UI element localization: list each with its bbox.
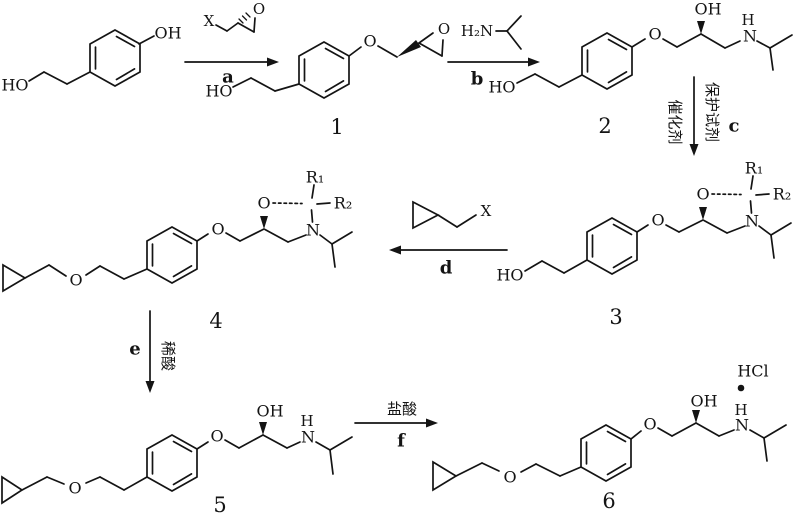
hydrochloric-acid-label: 盐酸 <box>387 400 417 418</box>
compound-6-bonds <box>455 422 787 477</box>
compound-5-number: 5 <box>213 493 226 513</box>
hcl-label: HCl <box>737 362 768 381</box>
step-a-label: a <box>222 67 234 88</box>
compound-3-bonds <box>524 219 704 274</box>
halide-x-label: X <box>204 12 215 30</box>
nh-hydrogen-label: H <box>300 412 313 430</box>
aryl-oxygen-label: O <box>211 220 224 239</box>
ether-oxygen-label: O <box>363 32 376 51</box>
arrow-head <box>528 57 540 67</box>
hydroxyl-label: HO <box>496 266 523 285</box>
compound-6-number: 6 <box>602 489 615 513</box>
phenol-oh-label: OH <box>154 24 181 43</box>
step-d-arrow: d <box>389 245 508 279</box>
arrow-head <box>426 418 438 428</box>
isopropylamine-bonds <box>495 15 522 50</box>
ether-oxygen-label: O <box>651 211 664 230</box>
epoxide-oxygen-label: O <box>253 0 265 18</box>
reagent-epihalohydrin: X O <box>204 0 265 33</box>
step-a-arrow: a <box>184 57 279 88</box>
oxazolidine-group <box>256 166 354 268</box>
nitrogen-label: N <box>743 27 757 46</box>
arrow-head <box>689 144 699 156</box>
step-b-label: b <box>471 69 484 90</box>
compound-4-bonds <box>24 228 265 280</box>
wedge-bond <box>692 410 700 423</box>
compound-2-number: 2 <box>598 114 611 138</box>
ether-oxygen-label: O <box>503 468 516 487</box>
dilute-acid-label: 稀酸 <box>159 341 177 371</box>
compound-5-bonds <box>21 434 353 491</box>
hydroxyl-oh-label: OH <box>694 0 721 19</box>
benzene-ring <box>581 32 633 90</box>
ether-oxygen-label: O <box>69 271 82 290</box>
compound-5: O O OH H N 5 <box>1 402 353 513</box>
compound-1-bonds <box>232 32 444 92</box>
step-f-label: f <box>397 431 406 452</box>
step-e-label: e <box>129 339 140 360</box>
ether-oxygen-label: O <box>68 479 81 498</box>
aryl-oxygen-label: O <box>210 427 223 446</box>
cyclopropane-ring <box>2 263 27 293</box>
step-b-arrow: b <box>447 57 540 90</box>
hydroxyl-label: HO <box>205 82 232 101</box>
nh-hydrogen-label: H <box>741 11 754 29</box>
step-c-label: c <box>729 116 740 137</box>
benzene-ring <box>580 424 632 482</box>
benzene-ring <box>298 41 350 99</box>
arrow-head <box>389 245 401 255</box>
compound-1: O O HO 1 <box>205 20 450 139</box>
cyclopropylmethyl-bonds <box>437 214 477 228</box>
hydroxyl-label: HO <box>1 76 28 95</box>
wedge-bond <box>259 422 267 435</box>
catalyst-label: 催化剂 <box>666 99 684 144</box>
cyclopropane-ring <box>432 460 458 492</box>
arrow-head <box>267 57 279 67</box>
cyclopropane-ring <box>1 475 24 505</box>
step-f-arrow: 盐酸 f <box>354 400 438 452</box>
compound-4-number: 4 <box>209 309 222 333</box>
compound-2-bonds <box>516 33 793 88</box>
wedge-bond <box>397 40 421 57</box>
wedge-bond <box>697 21 705 34</box>
step-d-label: d <box>440 258 453 279</box>
amine-label: H₂N <box>461 22 493 40</box>
ether-oxygen-label: O <box>648 25 661 44</box>
arrow-head <box>145 381 155 393</box>
hydroxyl-label: HO <box>488 78 515 97</box>
benzene-ring <box>146 226 198 284</box>
tyrosol-bonds <box>28 35 155 85</box>
benzene-ring <box>89 29 141 87</box>
benzene-ring <box>586 217 638 275</box>
protecting-reagent-label: 保护试剂 <box>703 82 721 142</box>
salt-dot <box>737 384 745 392</box>
nitrogen-label: N <box>301 428 315 447</box>
compound-tyrosol: HO OH <box>1 24 181 95</box>
nh-hydrogen-label: H <box>734 401 747 419</box>
aryl-oxygen-label: O <box>643 415 656 434</box>
epoxide-oxygen-label: O <box>438 20 450 38</box>
compound-4: O O 4 <box>2 166 354 333</box>
oxazolidine-group <box>695 157 793 259</box>
halide-x-label: X <box>481 202 492 220</box>
cyclopropane-ring <box>412 200 440 230</box>
compound-3-number: 3 <box>609 305 622 329</box>
compound-3: O HO 3 <box>496 157 793 329</box>
compound-6: O O OH H N HCl 6 <box>432 362 787 513</box>
step-c-arrow: 催化剂 保护试剂 c <box>666 76 740 156</box>
benzene-ring <box>146 434 198 492</box>
nitrogen-label: N <box>735 416 749 435</box>
hydroxyl-oh-label: OH <box>256 402 283 421</box>
hydroxyl-oh-label: OH <box>690 392 717 411</box>
compound-2: O OH H N HO 2 <box>488 0 793 138</box>
epihalohydrin-bonds <box>215 12 256 33</box>
reagent-cyclopropylmethyl-halide: X <box>412 200 492 230</box>
reagent-isopropylamine: H₂N <box>461 15 522 50</box>
compound-1-number: 1 <box>330 115 343 139</box>
step-e-arrow: e 稀酸 <box>129 310 177 393</box>
